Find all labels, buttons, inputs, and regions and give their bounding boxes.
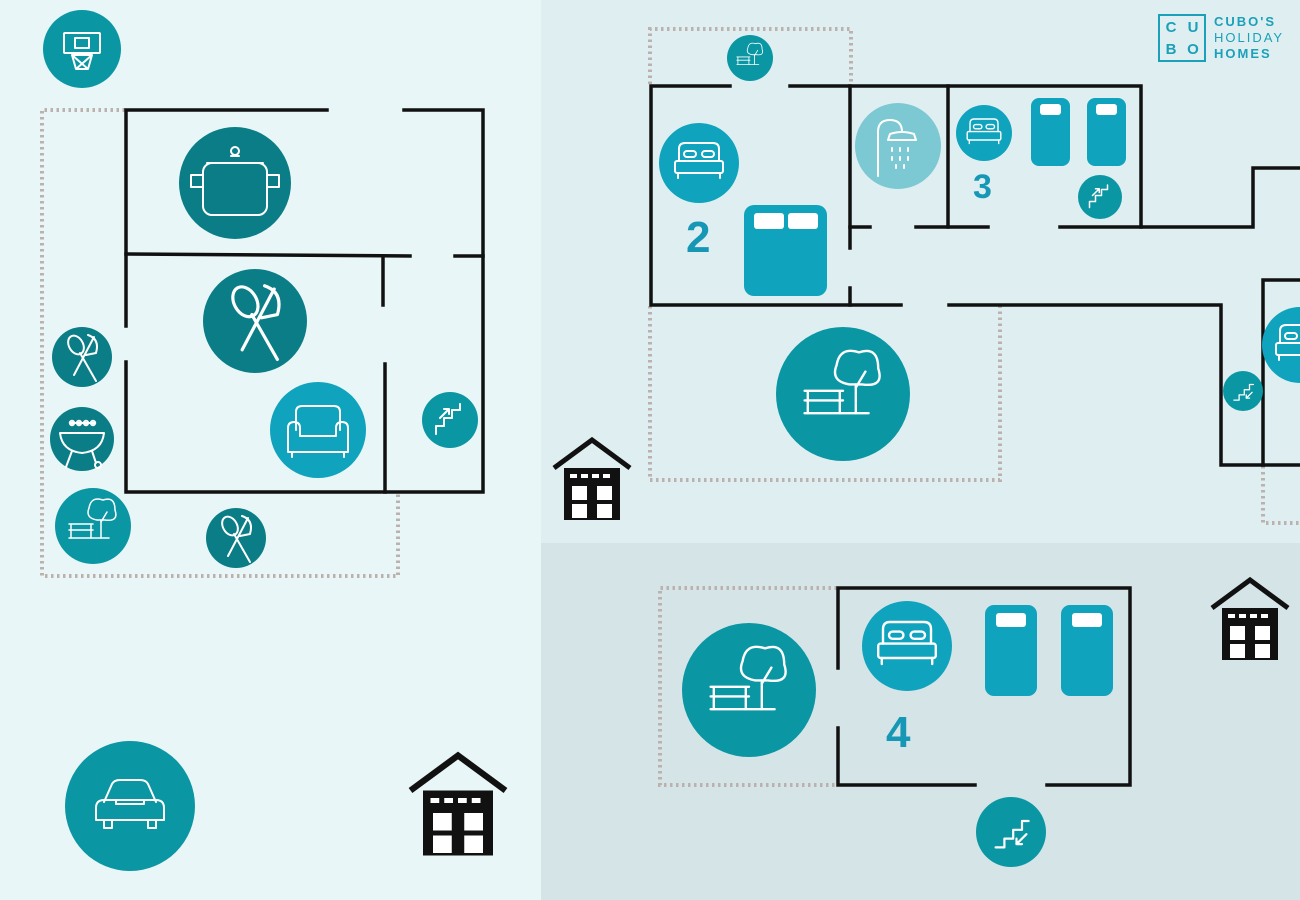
room-number-4: 4 xyxy=(886,708,911,757)
garden-bench-tree-icon xyxy=(55,488,131,564)
room-number-3: 3 xyxy=(973,168,992,206)
right-bottom-panel xyxy=(541,543,1300,900)
double-bed-icon xyxy=(862,601,952,691)
logo-letter: B xyxy=(1165,40,1177,58)
single-bed-top-view xyxy=(1061,605,1113,696)
basketball-hoop-icon xyxy=(43,10,121,88)
logo-mark: C U B O xyxy=(1158,14,1206,62)
terrace-boundary-top xyxy=(648,27,853,86)
double-bed-icon xyxy=(1262,307,1300,383)
house-walls-left xyxy=(124,108,485,494)
car-icon xyxy=(65,741,195,871)
garden-bench-tree-icon xyxy=(682,623,816,757)
double-bed-top-view xyxy=(744,205,827,296)
logo-line-1: CUBO'S xyxy=(1214,14,1277,29)
terrace-boundary-bottom xyxy=(658,586,837,787)
logo-line-2: HOLIDAY xyxy=(1214,30,1285,45)
cutlery-icon xyxy=(52,327,112,387)
single-bed-top-view xyxy=(985,605,1037,696)
logo-line-3: HOMES xyxy=(1214,46,1272,61)
garden-boundary xyxy=(648,306,1002,482)
stairs-down-icon xyxy=(1223,371,1263,411)
house-icon xyxy=(1212,580,1288,660)
boundary-far-right xyxy=(1261,466,1300,525)
cooking-pot-icon xyxy=(179,127,291,239)
stairs-down-icon xyxy=(976,797,1046,867)
garden-bench-tree-icon xyxy=(727,35,773,81)
stairs-up-icon xyxy=(1078,175,1122,219)
garden-bench-tree-icon xyxy=(776,327,910,461)
cutlery-icon xyxy=(206,508,266,568)
double-bed-icon xyxy=(659,123,739,203)
barbecue-icon xyxy=(50,407,114,471)
cubos-holiday-homes-logo: C U B O CUBO'S HOLIDAY HOMES xyxy=(1158,14,1284,62)
outdoor-area-boundary xyxy=(40,108,400,578)
single-bed-top-view xyxy=(1087,98,1126,166)
logo-letter: U xyxy=(1187,18,1199,36)
logo-letter: O xyxy=(1187,40,1199,58)
right-top-panel xyxy=(541,0,1300,543)
dining-cutlery-icon xyxy=(203,269,307,373)
house-icon xyxy=(554,440,630,520)
logo-wordmark: CUBO'S HOLIDAY HOMES xyxy=(1214,14,1284,62)
house-icon xyxy=(411,756,506,856)
armchair-icon xyxy=(270,382,366,478)
logo-letter: C xyxy=(1165,18,1177,36)
house-walls-right-bottom xyxy=(836,586,1132,787)
single-bed-top-view xyxy=(1031,98,1070,166)
shower-icon xyxy=(855,103,941,189)
double-bed-icon xyxy=(956,105,1012,161)
stairs-up-icon xyxy=(422,392,478,448)
room-number-2: 2 xyxy=(686,213,710,262)
house-walls-right-top xyxy=(649,84,1300,467)
